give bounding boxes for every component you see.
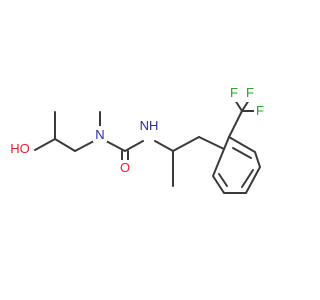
bond-nh-ch — [154, 140, 174, 152]
bonds — [34, 99, 255, 187]
ring-outline — [211, 135, 262, 194]
molecule-structure-diagram: HO N O NH F F F — [8, 85, 266, 194]
benzene-ring — [211, 135, 262, 194]
fluorine-top-left-label: F — [230, 85, 238, 100]
bond-n-carbonyl — [105, 140, 126, 152]
bond-o-c2 — [34, 138, 56, 151]
carbonyl-oxygen-label: O — [120, 160, 130, 175]
bond-carbonyl-nh — [124, 140, 144, 152]
ring-double-bond-right — [241, 169, 254, 188]
bond-ch2-ring — [198, 136, 225, 150]
nitrogen-methyl-label: N — [95, 127, 104, 142]
bond-c1-n — [74, 140, 95, 152]
amine-nh-label: NH — [140, 118, 159, 133]
bond-c2-c1 — [54, 138, 76, 152]
bond-ring-c2-cf3 — [228, 110, 243, 138]
bond-ch-ch2 — [172, 136, 200, 152]
fluorine-side-label: F — [256, 103, 264, 118]
fluorine-top-right-label: F — [246, 85, 254, 100]
atom-labels: HO N O NH F F F — [8, 85, 266, 176]
ring-double-bond-left — [218, 173, 228, 187]
hydroxyl-label: HO — [10, 141, 30, 156]
ring-double-bond-top — [232, 147, 252, 159]
